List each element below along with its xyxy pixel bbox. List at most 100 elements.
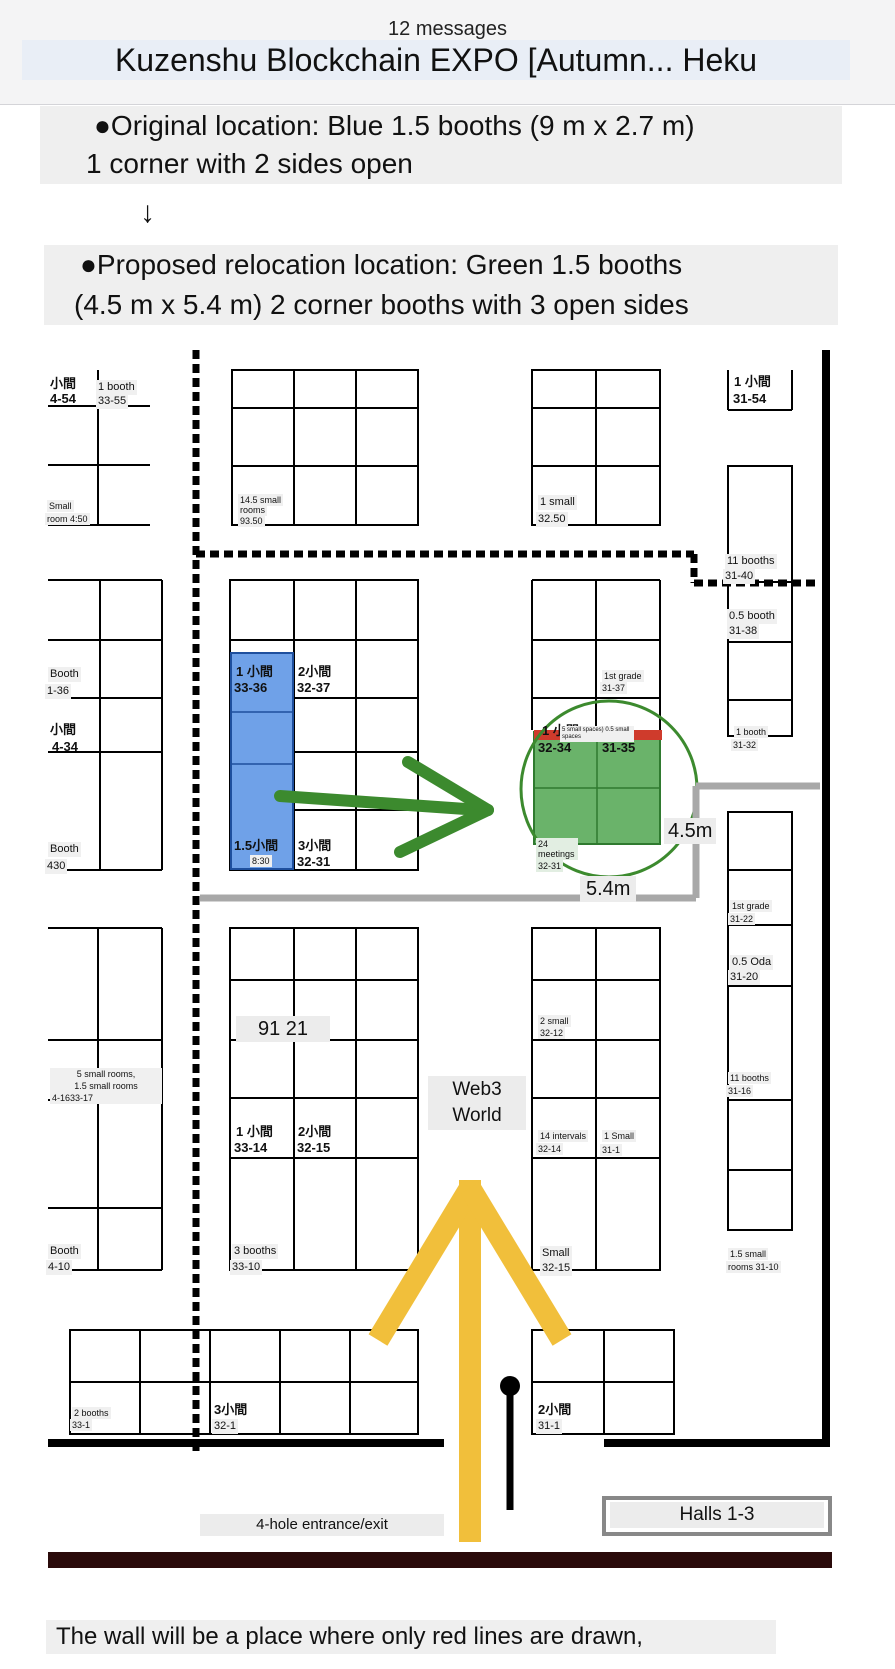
halls-label: Halls 1-3 [610, 1502, 824, 1528]
label: Booth [48, 1244, 81, 1259]
original-location-note: ●Original location: Blue 1.5 booths (9 m… [40, 106, 842, 184]
label: 1.5 small rooms [50, 1080, 162, 1092]
original-line-2: 1 corner with 2 sides open [86, 148, 413, 179]
label: 小間 [50, 722, 77, 737]
label: 11 booths [725, 554, 777, 569]
label: 4-54 [50, 391, 77, 406]
label: 4-34 [52, 739, 79, 754]
label: 1st grade [730, 900, 772, 912]
label: 32-37 [297, 680, 331, 695]
label: 1 Small [602, 1130, 637, 1142]
label: 11 booths [728, 1072, 771, 1084]
label: 32-14 [536, 1143, 564, 1155]
label: 小間 [50, 376, 77, 391]
label: 33-1 [70, 1419, 93, 1431]
label: 31-35 [602, 740, 636, 755]
label: 31-40 [723, 569, 756, 584]
label: 33-55 [96, 394, 129, 409]
label: 32-31 [297, 854, 331, 869]
label: 31-38 [727, 624, 760, 639]
label: 8:30 [250, 855, 272, 867]
label: 1 booth [96, 380, 137, 395]
label: 33-10 [230, 1260, 263, 1275]
web3-world-zone[interactable]: Web3 World [428, 1076, 526, 1130]
label: 2 booths [72, 1407, 111, 1419]
footer-note: The wall will be a place where only red … [46, 1620, 776, 1654]
label: 31-54 [733, 391, 767, 406]
label: 32-15 [297, 1140, 331, 1155]
label: 32-12 [538, 1027, 566, 1039]
label: 1st grade [602, 670, 644, 682]
label: 31-32 [731, 739, 759, 751]
label: 1.5小間 [234, 838, 279, 853]
label: 1 小間 [236, 664, 273, 679]
label: Booth [48, 842, 81, 857]
label: Small [540, 1246, 572, 1261]
label: room 4:50 [45, 513, 90, 525]
label: 31-1 [536, 1419, 563, 1434]
pillar-icon [500, 1376, 520, 1396]
label: 32.50 [536, 512, 568, 527]
label: 2 small [538, 1015, 571, 1027]
label: 14 intervals [538, 1130, 589, 1142]
halls-outline [602, 1496, 832, 1536]
label: 0.5 Oda [730, 955, 774, 970]
label: 1 小間 [236, 1124, 273, 1139]
label: Small [47, 500, 74, 512]
label: 24 meetings [536, 838, 578, 860]
label: 32-1 [212, 1419, 239, 1434]
chat-title[interactable]: Kuzenshu Blockchain EXPO [Autumn... Heku [22, 40, 850, 80]
label: 31-16 [726, 1085, 754, 1097]
label: 32-15 [540, 1261, 573, 1276]
label: 31-20 [728, 970, 761, 985]
entrance-exit-label: 4-hole entrance/exit [200, 1514, 444, 1536]
width-dimension: 4.5m [664, 818, 717, 844]
label: 32-34 [538, 740, 572, 755]
label: 2小間 [298, 1124, 332, 1139]
label: 2小間 [538, 1402, 572, 1417]
label: 0.5 booth [727, 609, 777, 624]
label: 3 booths [232, 1244, 279, 1259]
label: rooms 31-10 [726, 1261, 781, 1273]
label: 1 booth [734, 726, 769, 738]
message-count[interactable]: 12 messages [388, 18, 507, 40]
proposed-line-2: (4.5 m x 5.4 m) 2 corner booths with 3 o… [74, 289, 689, 320]
label: 33-14 [234, 1140, 268, 1155]
label: 3小間 [214, 1402, 248, 1417]
blue-original-booth[interactable] [230, 652, 294, 870]
floor-base-bar [48, 1552, 832, 1568]
floor-plan-drawing [48, 350, 832, 1568]
label: 14.5 small [238, 494, 284, 506]
label: 1 小間 [734, 374, 771, 389]
chat-header: 12 messages Kuzenshu Blockchain EXPO [Au… [0, 0, 895, 105]
label: Booth [48, 667, 81, 682]
label: 91 21 [236, 1016, 331, 1042]
label: 32-31 [536, 860, 564, 872]
relocation-arrow-icon [274, 756, 494, 858]
label: 5 small spaces) 0.5 small spaces [560, 726, 634, 742]
world-label: World [452, 1105, 502, 1126]
label: 31-22 [728, 913, 756, 925]
label: 4-10 [46, 1260, 73, 1275]
label: 4-1633-17 [50, 1092, 162, 1104]
label: 2小間 [298, 664, 332, 679]
label: 31-1 [600, 1144, 623, 1156]
label: 3小間 [298, 838, 332, 853]
down-arrow-icon: ↓ [140, 196, 155, 229]
label: 1.5 small [728, 1248, 769, 1260]
original-line-1: ●Original location: Blue 1.5 booths (9 m… [94, 110, 695, 141]
label: 33-36 [234, 680, 268, 695]
proposed-location-note: ●Proposed relocation location: Green 1.5… [44, 245, 838, 325]
label: rooms [238, 504, 268, 516]
label: 430 [45, 859, 68, 874]
floor-plan [0, 340, 895, 1605]
label: 1-36 [45, 684, 72, 699]
depth-dimension: 5.4m [580, 876, 637, 902]
label: 31-37 [600, 682, 628, 694]
label: 5 small rooms, [50, 1068, 162, 1080]
label: 1 small [538, 495, 577, 510]
entrance-arrow-icon [368, 1180, 572, 1542]
proposed-line-1: ●Proposed relocation location: Green 1.5… [80, 249, 683, 280]
web3-label: Web3 [452, 1079, 502, 1100]
label: 93.50 [238, 515, 265, 527]
